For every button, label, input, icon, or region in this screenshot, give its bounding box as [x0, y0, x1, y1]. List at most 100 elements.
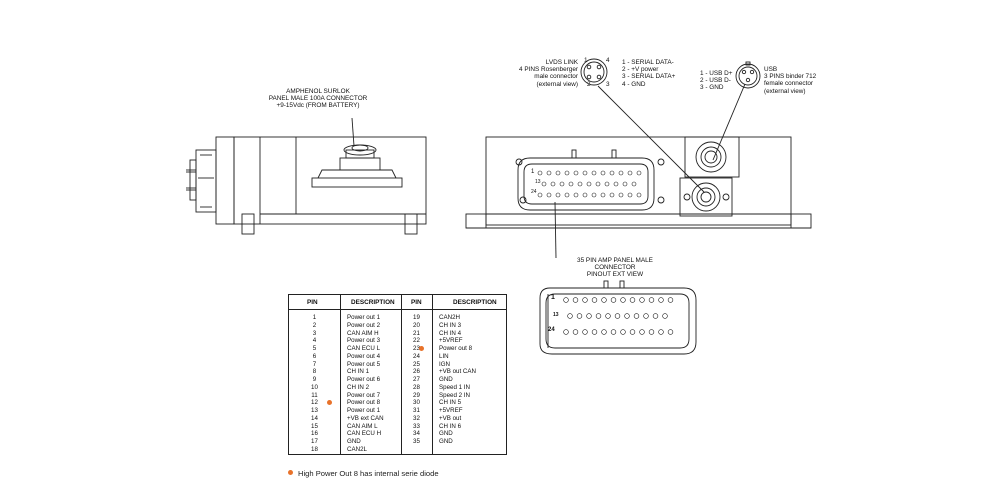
table-pin-cell: 32 [413, 414, 420, 422]
table-pin-cell: 17 [311, 438, 318, 445]
connector-pin [582, 329, 588, 335]
connector-pin [563, 329, 569, 335]
usb-line-1: USB [764, 66, 778, 73]
connector-pin [586, 313, 592, 319]
table-pin-cell: 9 [312, 376, 317, 383]
amp35-connector-large [539, 280, 697, 355]
table-pin-cell: 1 [312, 314, 317, 321]
amp35-line-3: PINOUT EXT VIEW [586, 271, 644, 279]
connector-pin [636, 192, 642, 198]
connector-pin [618, 170, 624, 176]
table-pin-cell: 2 [312, 321, 317, 329]
header-pin-left: PIN [307, 299, 318, 306]
connector-pin [662, 313, 668, 319]
lvds-line-4: (external view) [536, 80, 578, 88]
connector-pin [614, 313, 621, 319]
table-desc-cell: CAN AIM L [347, 422, 378, 430]
amp35-label: 35 PIN AMP PANEL MALE CONNECTOR PINOUT E… [560, 257, 670, 279]
table-desc-cell: CAN AIM H [347, 329, 379, 337]
connector-pin [555, 192, 561, 198]
table-pin-cell: 28 [413, 383, 420, 391]
table-pin-cell: 14 [311, 414, 318, 422]
connector-pin [546, 170, 552, 176]
table-pin-cell: 11 [311, 391, 318, 399]
lvds-pin-3: 3 - SERIAL DATA+ [622, 73, 676, 81]
connector-pin [595, 313, 602, 319]
table-desc-cell: +5VREF [439, 337, 463, 345]
connector-pin [573, 192, 579, 198]
table-desc-cell: Power out 5 [347, 360, 381, 368]
table-pin-cell: 6 [312, 352, 317, 360]
footnote-text: High Power Out 8 has internal serie diod… [298, 469, 439, 478]
table-pin-cell: 20 [413, 321, 420, 329]
connector-pin [582, 192, 588, 198]
pin-table-header: PIN DESCRIPTION PIN DESCRIPTION [289, 295, 506, 310]
table-pin-cell: 35 [413, 438, 420, 445]
table-desc-cell: Power out 4 [347, 352, 381, 360]
connector-pin [629, 329, 636, 335]
table-desc-cell: CH IN 6 [439, 422, 462, 430]
usb-pin-2: 2 - USB D- [700, 77, 731, 85]
small-pin-label-13: 13 [535, 179, 541, 185]
big-pin-label-1: 1 [551, 294, 555, 301]
lvds-pin-num-2: 2 [587, 81, 591, 88]
connector-pin [604, 181, 610, 187]
table-pin-cell: 15 [311, 422, 318, 430]
table-pin-cell: 5 [312, 345, 317, 352]
lvds-line-1: LVDS LINK [545, 59, 578, 66]
table-pin-cell: 23 [401, 345, 432, 353]
connector-pin [577, 181, 583, 187]
amphenol-label: AMPHENOL SURLOK PANEL MALE 100A CONNECTO… [258, 88, 378, 110]
connector-pin [537, 192, 543, 198]
table-desc-cell: CH IN 3 [439, 321, 462, 329]
connector-pin [658, 297, 664, 303]
table-pin-cell: 10 [311, 383, 318, 391]
connector-pin [618, 192, 624, 198]
lvds-connector-icon [580, 58, 608, 86]
amphenol-line-1: AMPHENOL SURLOK [286, 88, 350, 95]
header-desc-left: DESCRIPTION [351, 299, 395, 306]
table-desc-cell: +VB out CAN [439, 368, 476, 376]
table-pin-cell: 4 [312, 337, 317, 345]
connector-pin [609, 170, 615, 176]
footnote-marker-dot [288, 470, 293, 475]
side-view-device [186, 117, 427, 235]
connector-pin [591, 192, 597, 198]
connector-pin [610, 329, 617, 335]
lvds-pin-2: 2 - +V power [622, 66, 659, 74]
connector-pin [667, 329, 674, 335]
connector-pin [652, 313, 659, 319]
connector-pin [600, 192, 606, 198]
lvds-pin-1: 1 - SERIAL DATA- [622, 59, 674, 66]
table-pin-cell: 21 [413, 329, 420, 337]
usb-pin-list: 1 - USB D+ 2 - USB D- 3 - GND [700, 70, 733, 92]
connector-pin [639, 329, 645, 335]
table-desc-cell: IGN [439, 360, 451, 368]
table-desc-cell: CAN2H [439, 314, 460, 321]
connector-pin [546, 192, 552, 198]
table-pin-cell: 8 [312, 368, 317, 376]
connector-pin [572, 297, 579, 303]
table-desc-cell: GND [347, 438, 361, 445]
connector-pin [586, 181, 592, 187]
connector-pin [601, 329, 607, 335]
table-pin-cell: 26 [413, 368, 420, 376]
connector-pin [627, 170, 633, 176]
connector-pin [573, 170, 579, 176]
usb-line-3: female connector [764, 80, 814, 88]
connector-pin [568, 181, 574, 187]
front-view-device [465, 83, 812, 259]
connector-pin [541, 181, 547, 187]
small-pin-label-1: 1 [531, 169, 535, 175]
table-desc-cell: Speed 1 IN [439, 383, 470, 391]
usb-label: USB 3 PINS binder 712 female connector (… [764, 66, 816, 95]
connector-pin [610, 297, 617, 303]
table-pin-cell: 27 [413, 376, 420, 383]
table-desc-cell: +5VREF [439, 407, 463, 414]
connector-pin [624, 313, 630, 319]
